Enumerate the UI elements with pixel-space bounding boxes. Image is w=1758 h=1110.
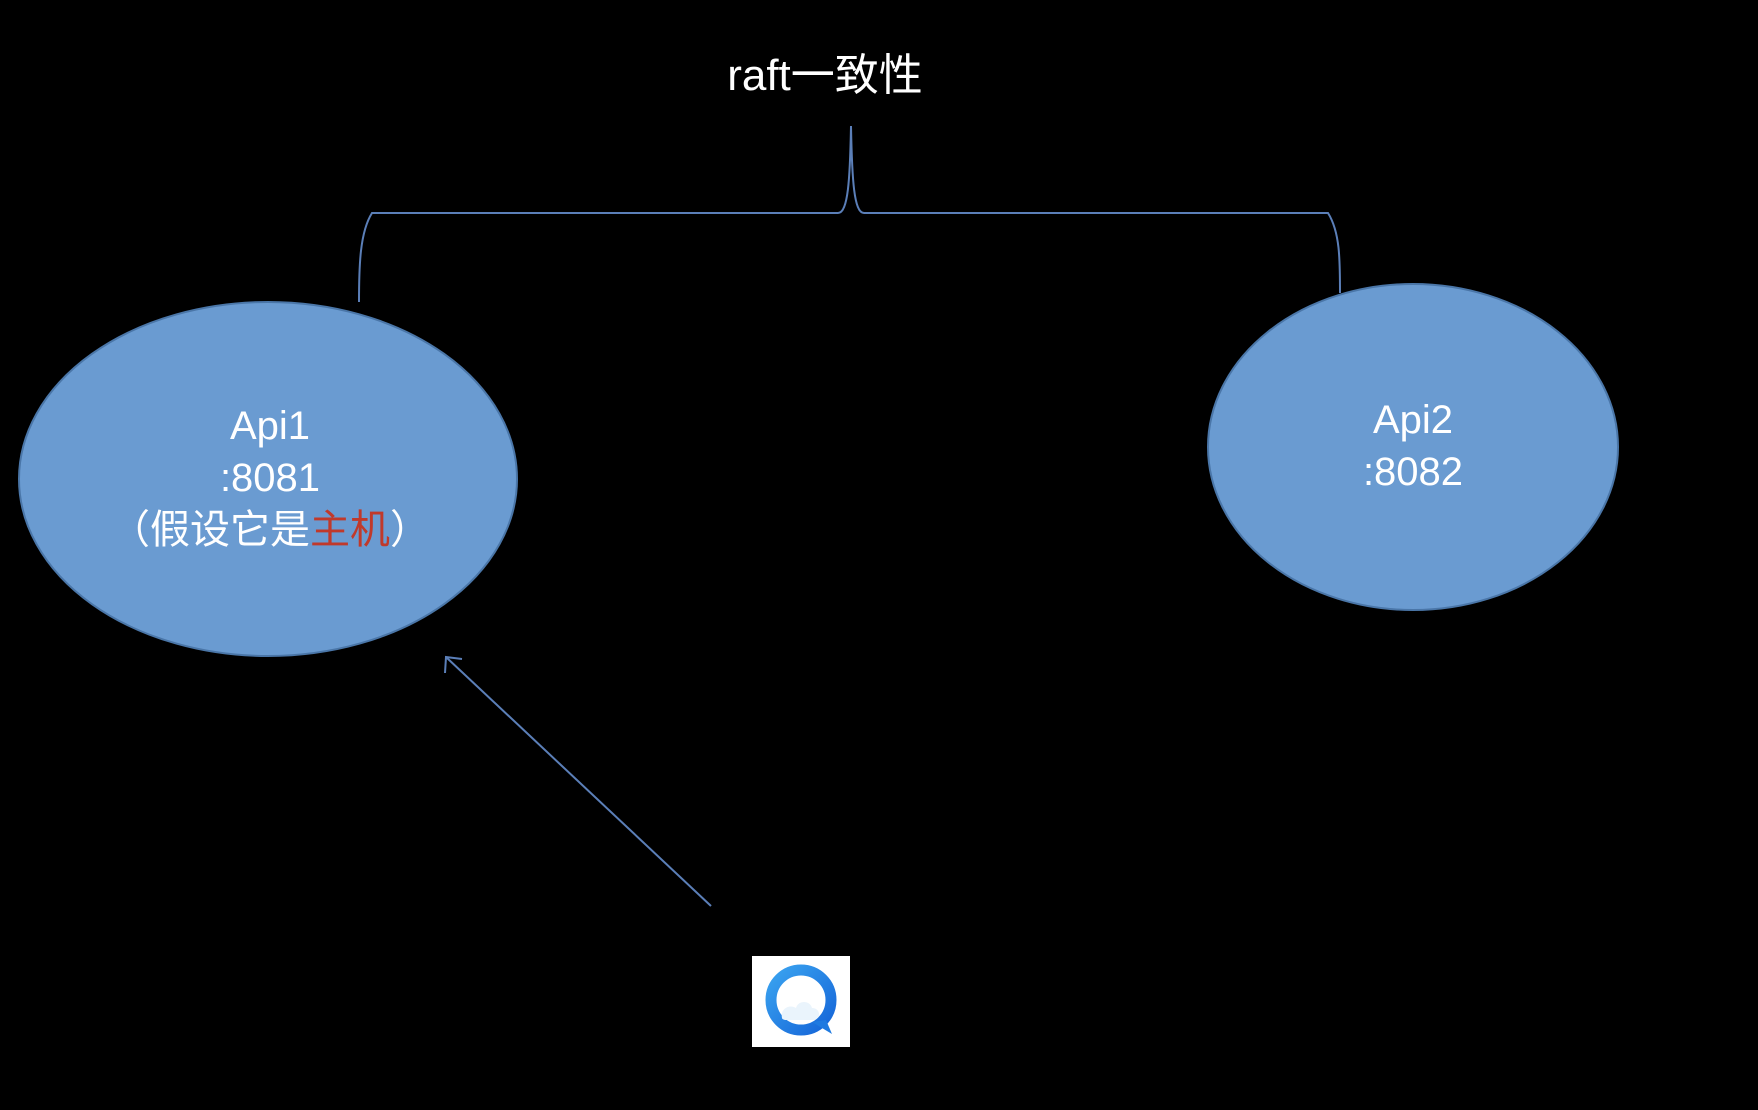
request-arrow (446, 657, 712, 907)
api1-node (18, 301, 518, 657)
diagram-title: raft一致性 (727, 51, 923, 100)
browser-icon (752, 956, 850, 1047)
api2-node (1207, 283, 1619, 611)
api1-label: Api1 :8081 （假设它是主机） (80, 400, 460, 556)
api2-name: Api2 (1372, 398, 1454, 442)
api2-label: Api2 :8082 (1213, 394, 1613, 498)
api1-name: Api1 (229, 404, 311, 448)
request-arrowhead (444, 655, 463, 674)
api1-note-open: （假设它是 (110, 508, 310, 552)
api1-port: :8081 (219, 456, 321, 500)
api1-note-highlight: 主机 (310, 508, 390, 552)
api1-note: （假设它是主机） (80, 504, 460, 556)
browser-icon-graphic (765, 964, 837, 1036)
api1-note-close: ） (390, 508, 430, 552)
consensus-brace (358, 125, 1341, 303)
api2-port: :8082 (1362, 450, 1464, 494)
